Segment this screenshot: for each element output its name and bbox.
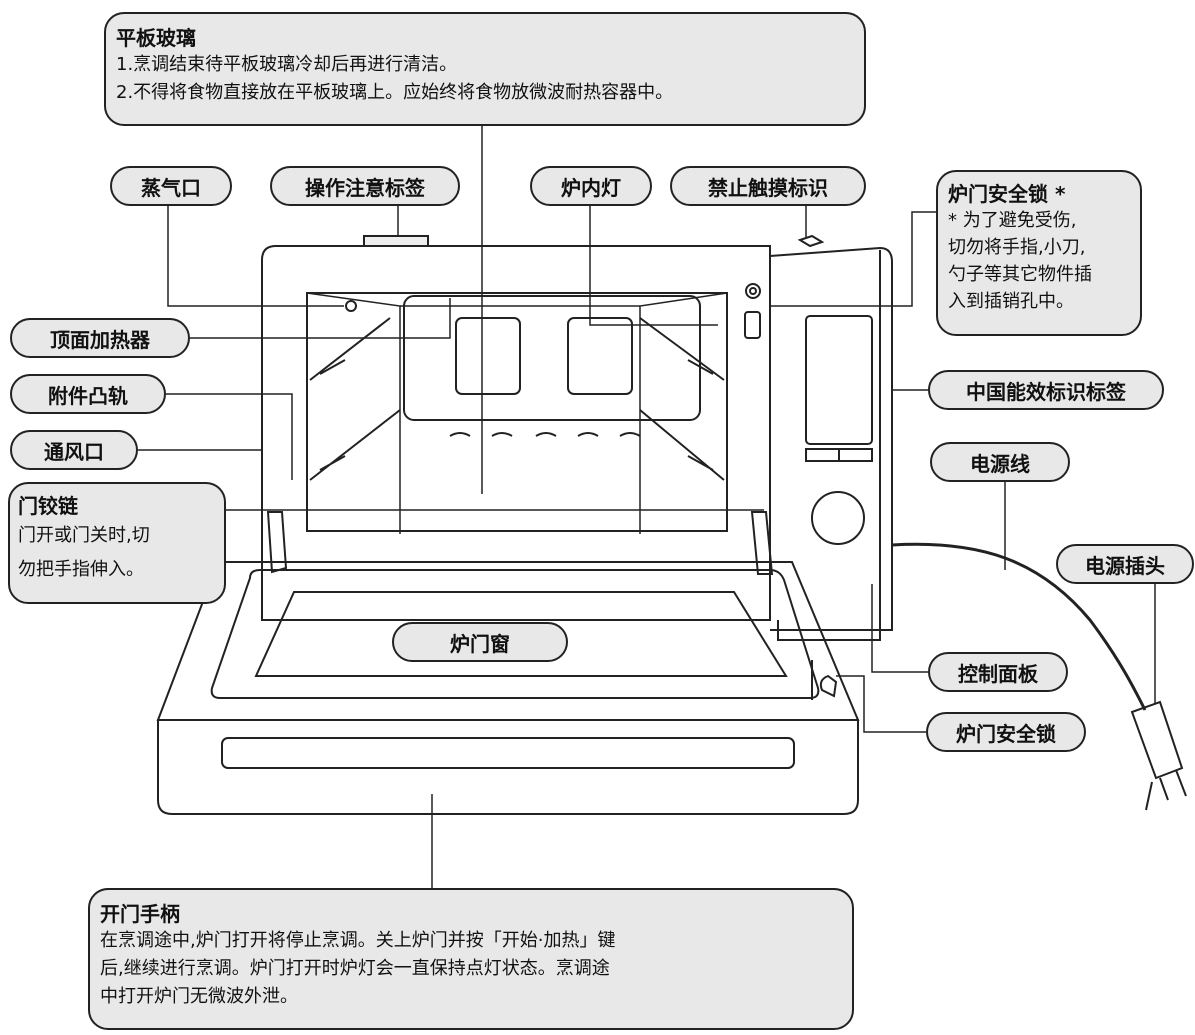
oven-lamp-label: 炉内灯 xyxy=(530,166,652,206)
door-handle-callout: 开门手柄 在烹调途中,炉门打开将停止烹调。关上炉门并按「开始·加热」键 后,继续… xyxy=(88,888,854,1030)
hinge-title: 门铰链 xyxy=(18,494,78,518)
flat-glass-line-2: 2.不得将食物直接放在平板玻璃上。应始终将食物放微波耐热容器中。 xyxy=(116,82,674,103)
display-window xyxy=(805,315,873,445)
operation-label-label: 操作注意标签 xyxy=(270,166,460,206)
power-cord-label: 电源线 xyxy=(930,442,1070,482)
no-touch-mark-label: 禁止触摸标识 xyxy=(670,166,866,206)
door-handle-line-2: 后,继续进行烹调。炉门打开时炉灯会一直保持点灯状态。烹调途 xyxy=(100,958,610,979)
hinge-left xyxy=(266,511,288,574)
top-label-plate xyxy=(363,235,429,247)
oven-cavity xyxy=(306,292,728,532)
door-lock-top-title: 炉门安全锁 * xyxy=(948,182,1066,206)
energy-label-label: 中国能效标识标签 xyxy=(928,370,1164,410)
door-lock-top-line-4: 入到插销孔中。 xyxy=(948,291,1074,312)
hinge-right xyxy=(750,511,774,575)
oven-body xyxy=(261,245,771,621)
cavity-window-right xyxy=(567,317,633,395)
door-window-frame xyxy=(210,569,820,699)
door-lock-top-callout: 炉门安全锁 * * 为了避免受伤, 切勿将手指,小刀, 勺子等其它物件插 入到插… xyxy=(936,170,1142,336)
rail-left xyxy=(309,317,401,481)
power-plug xyxy=(1130,700,1184,780)
power-plug-label: 电源插头 xyxy=(1056,544,1194,584)
steam-vent-hole xyxy=(345,300,357,312)
accessory-rail-label: 附件凸轨 xyxy=(10,374,166,414)
hinge-line-1: 门开或门关时,切 xyxy=(18,525,150,546)
power-cord xyxy=(891,542,1147,711)
door-handle-line-3: 中打开炉门无微波外泄。 xyxy=(100,986,298,1007)
hinge-callout: 门铰链 门开或门关时,切 勿把手指伸入。 xyxy=(8,482,226,604)
door-lock-bottom-label: 炉门安全锁 xyxy=(926,712,1086,752)
lock-hole-lower xyxy=(744,311,761,339)
door-handle-line-1: 在烹调途中,炉门打开将停止烹调。关上炉门并按「开始·加热」键 xyxy=(100,930,616,951)
door-window-label: 炉门窗 xyxy=(392,622,568,662)
door-latch xyxy=(811,660,838,700)
control-panel-label: 控制面板 xyxy=(928,652,1068,692)
no-touch-mark-shape xyxy=(797,234,825,248)
door-front xyxy=(157,719,859,815)
door-lock-top-line-1: * 为了避免受伤, xyxy=(948,210,1077,231)
flat-glass-title: 平板玻璃 xyxy=(116,26,196,50)
flat-glass-line-1: 1.烹调结束待平板玻璃冷却后再进行清洁。 xyxy=(116,54,458,75)
cavity-window-left xyxy=(455,317,521,395)
air-vent-label: 通风口 xyxy=(10,430,138,470)
lock-hole-upper xyxy=(745,283,761,299)
flat-glass-callout: 平板玻璃 1.烹调结束待平板玻璃冷却后再进行清洁。 2.不得将食物直接放在平板玻… xyxy=(104,12,866,126)
top-heater-label: 顶面加热器 xyxy=(10,318,190,358)
hinge-line-2: 勿把手指伸入。 xyxy=(18,559,144,580)
handle-slot xyxy=(221,737,795,769)
door-lock-top-line-2: 切勿将手指,小刀, xyxy=(948,237,1086,258)
control-dial xyxy=(811,491,865,545)
control-column xyxy=(769,246,893,631)
door-lock-top-line-3: 勺子等其它物件插 xyxy=(948,264,1092,285)
door-handle-title: 开门手柄 xyxy=(100,902,180,926)
steam-vent-label: 蒸气口 xyxy=(110,166,232,206)
